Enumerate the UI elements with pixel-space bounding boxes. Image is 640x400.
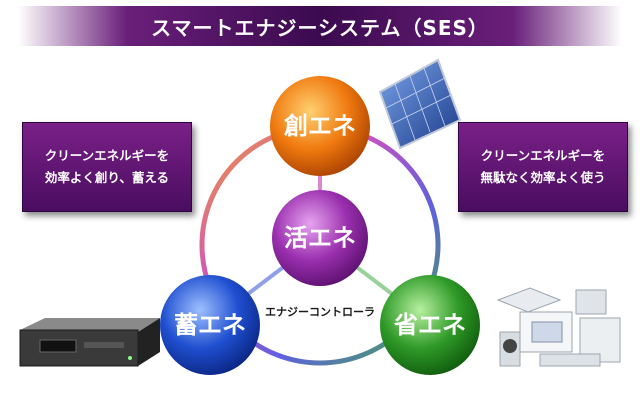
create-store-description-box: クリーンエネルギーを 効率よく創り、蓄える [22, 122, 192, 212]
use-efficiently-description-box: クリーンエネルギーを 無駄なく効率よく使う [458, 122, 628, 212]
right-box-line-2: 無駄なく効率よく使う [480, 170, 606, 185]
solar-panel-icon [378, 58, 462, 150]
save-energy-node: 省エネ [380, 275, 480, 375]
active-energy-label: 活エネ [284, 224, 356, 252]
right-box-line-1: クリーンエネルギーを [480, 148, 606, 163]
hvac-equipment-icon [496, 287, 621, 367]
store-energy-label: 蓄エネ [174, 311, 246, 339]
title-banner: スマートエナジーシステム（SES） [18, 6, 622, 46]
left-box-line-2: 効率よく創り、蓄える [44, 170, 170, 185]
battery-storage-unit-icon [19, 318, 160, 367]
active-energy-node: 活エネ [272, 190, 368, 286]
page-title: スマートエナジーシステム（SES） [151, 15, 489, 40]
save-energy-label: 省エネ [393, 311, 466, 339]
create-energy-node: 創エネ [270, 76, 370, 176]
energy-controller-caption: エナジーコントローラ [265, 306, 375, 319]
left-box-line-1: クリーンエネルギーを [44, 148, 170, 163]
store-energy-node: 蓄エネ [160, 275, 260, 375]
create-energy-label: 創エネ [284, 112, 356, 140]
